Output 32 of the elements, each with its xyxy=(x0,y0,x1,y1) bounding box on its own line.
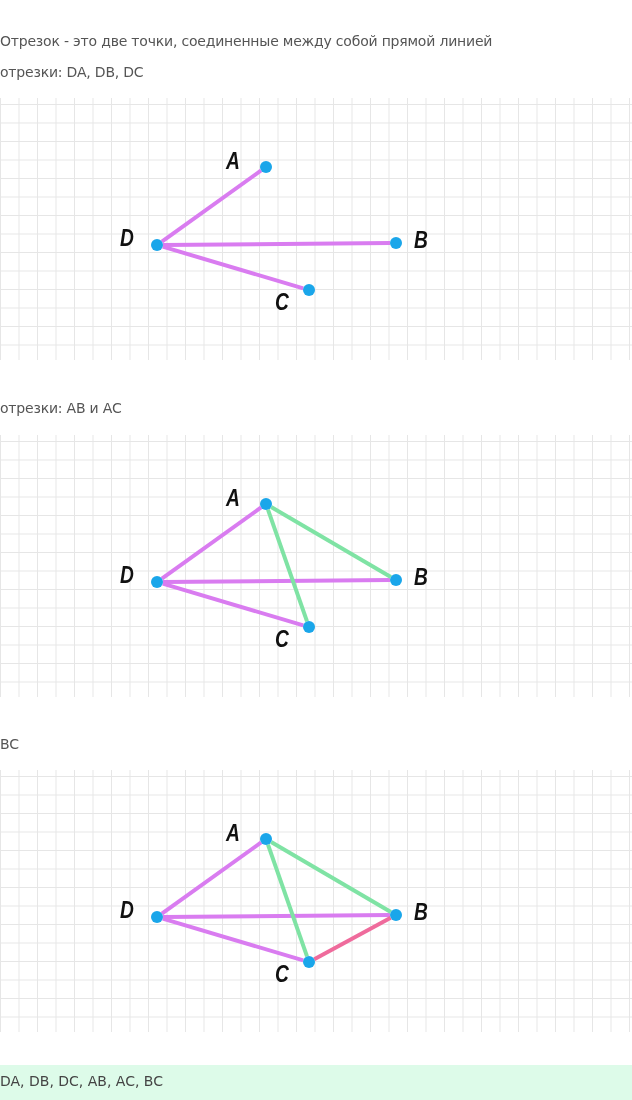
point-label: C xyxy=(275,290,289,314)
line-segment xyxy=(162,913,391,919)
line-segment xyxy=(162,916,304,963)
point-label: A xyxy=(226,149,240,173)
line-segment xyxy=(160,505,263,581)
answer-band xyxy=(0,1065,632,1100)
answer-text: отрезки: AB и AC xyxy=(0,400,122,416)
line-segment xyxy=(162,578,391,584)
line-segment xyxy=(162,244,304,291)
point-label: D xyxy=(120,898,134,922)
answer-text: BC xyxy=(0,736,19,752)
line-segment xyxy=(270,505,392,579)
line-segment xyxy=(160,840,263,916)
point-label: D xyxy=(120,563,134,587)
point-label: A xyxy=(226,486,240,510)
point-label: B xyxy=(414,900,428,924)
line-segment xyxy=(162,581,304,628)
line-segment xyxy=(313,916,392,961)
point-label: D xyxy=(120,226,134,250)
answer-text: отрезки: DA, DB, DC xyxy=(0,64,144,80)
point-label: C xyxy=(275,627,289,651)
answer-text: DA, DB, DC, AB, AC, BC xyxy=(0,1073,163,1089)
point-label: B xyxy=(414,565,428,589)
line-segment xyxy=(266,844,309,957)
point-label: B xyxy=(414,228,428,252)
point-label: C xyxy=(275,962,289,986)
line-segment xyxy=(266,509,309,622)
line-segment xyxy=(270,840,392,914)
point-label: A xyxy=(226,821,240,845)
line-segment xyxy=(162,241,391,247)
definition-text: Отрезок - это две точки, соединенные между собой прямой линией xyxy=(0,33,493,49)
line-segment xyxy=(160,168,263,244)
